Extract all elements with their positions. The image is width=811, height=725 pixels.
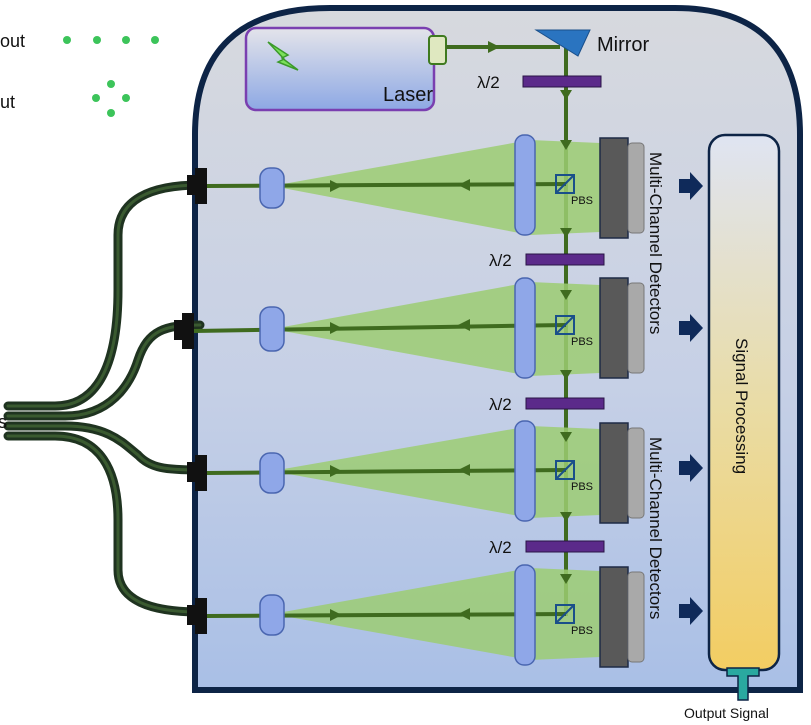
signal-processing-label: Signal Processing [732, 338, 751, 474]
legend-dot [122, 94, 130, 102]
lightning-icon [267, 41, 299, 71]
pbs-label: PBS [571, 481, 593, 493]
legend-dot [122, 36, 130, 44]
fiber-bundle [3, 180, 205, 617]
half-wave-label: λ/2 [489, 251, 512, 270]
fiber-connector [187, 462, 197, 482]
detector-housing [627, 427, 645, 519]
detector-array [599, 277, 629, 379]
detector-housing [627, 571, 645, 663]
fiber-connector [187, 605, 197, 625]
pbs-cube [555, 604, 575, 624]
fiber-connector [182, 313, 194, 349]
fiber-label: s [0, 412, 7, 432]
legend-dot [107, 80, 115, 88]
right-arrow-icon [679, 454, 703, 482]
focusing-lens [514, 420, 536, 522]
legend-output-label: out [0, 31, 25, 51]
fiber-connector [187, 175, 197, 195]
collimating-lens [259, 452, 285, 494]
laser: Laser [244, 26, 447, 112]
channel-2: PBS [193, 277, 645, 379]
half-wave-plates [522, 75, 605, 553]
fiber-connector [174, 320, 184, 340]
output-signal-label: Output Signal [684, 705, 769, 721]
pbs-label: PBS [571, 336, 593, 348]
channel-3: PBS [206, 420, 645, 524]
half-wave-plate [522, 75, 602, 88]
focusing-lens [514, 277, 536, 379]
laser-label: Laser [383, 84, 433, 106]
legend-dot [63, 36, 71, 44]
focusing-lens [514, 134, 536, 236]
half-wave-label: λ/2 [489, 538, 512, 557]
detector-array [599, 137, 629, 239]
legend-dot [92, 94, 100, 102]
data-arrows [679, 172, 703, 625]
legend-input-label: ut [0, 92, 15, 112]
beam-arrow [488, 41, 500, 53]
pbs-cube [555, 315, 575, 335]
detector-array [599, 422, 629, 524]
laser-aperture [428, 35, 447, 65]
half-wave-plate [525, 397, 605, 410]
half-wave-plate [525, 540, 605, 553]
collimating-lens [259, 594, 285, 636]
collimating-lens [259, 167, 285, 209]
detector-housing [627, 142, 645, 234]
legend-dot [93, 36, 101, 44]
fiber-connector [195, 455, 207, 491]
pbs-cube [555, 460, 575, 480]
focusing-lens [514, 564, 536, 666]
pbs-cube [555, 174, 575, 194]
beam-arrows [330, 90, 572, 621]
collimating-lens [259, 306, 285, 352]
fiber-connector [195, 168, 207, 204]
laser-body [244, 26, 436, 112]
detector-housing [627, 282, 645, 374]
fiber-connector [195, 598, 207, 634]
pbs-label: PBS [571, 195, 593, 207]
fiber-connectors [174, 168, 207, 634]
half-wave-label: λ/2 [489, 395, 512, 414]
mirror-label: Mirror [597, 34, 650, 56]
detectors-label: Multi-Channel Detectors [646, 152, 665, 334]
legend-dot [151, 36, 159, 44]
channel-1: PBS [206, 134, 645, 239]
pbs-label: PBS [571, 625, 593, 637]
right-arrow-icon [679, 172, 703, 200]
legend-dot [107, 109, 115, 117]
right-arrow-icon [679, 314, 703, 342]
mirror [534, 29, 591, 57]
half-wave-label: λ/2 [477, 73, 500, 92]
detectors-label: Multi-Channel Detectors [646, 437, 665, 619]
output-connector [726, 667, 760, 701]
detector-array [599, 566, 629, 668]
channel-4: PBS [206, 564, 645, 668]
half-wave-plate [525, 253, 605, 266]
right-arrow-icon [679, 597, 703, 625]
legend: out ut [0, 31, 159, 117]
